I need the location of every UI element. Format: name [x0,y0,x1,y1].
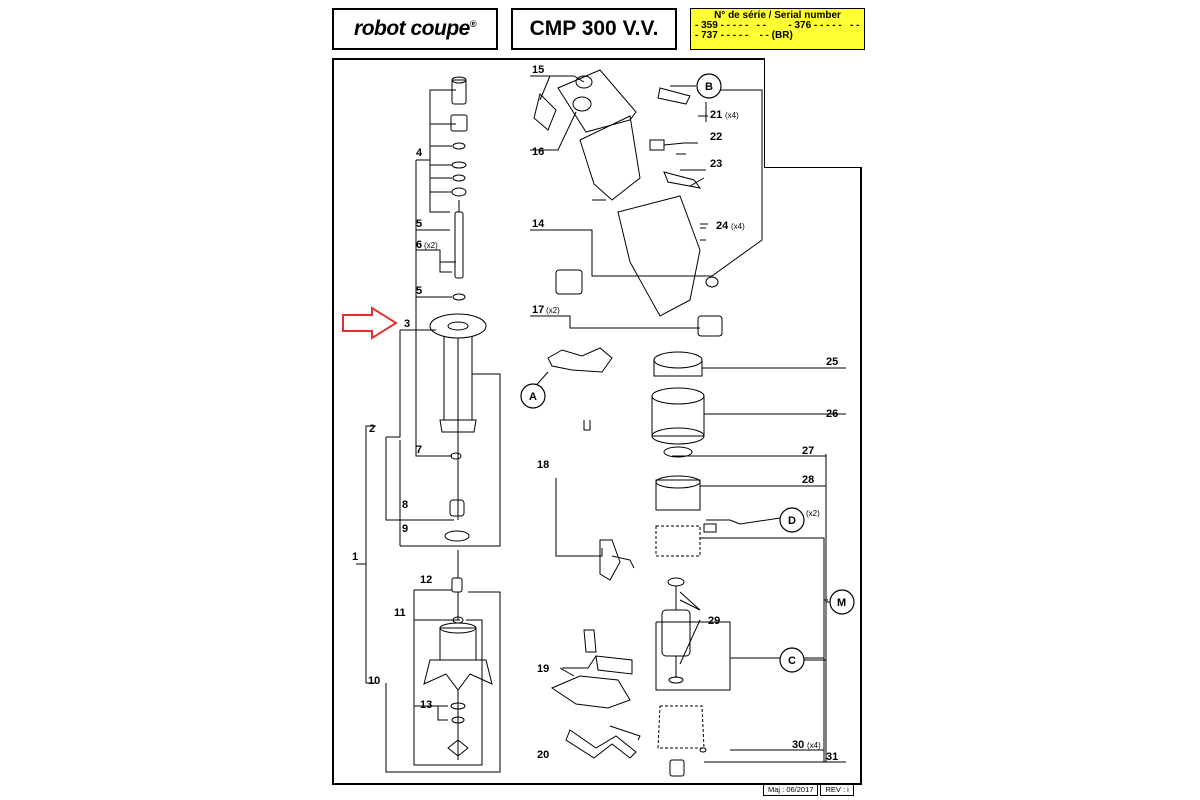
part-label-2: 2 [369,423,375,435]
part-qty-17: (x2) [546,306,560,315]
part-label-23: 23 [710,158,722,170]
revision-footer: Maj : 06/2017 REV : i [763,784,856,796]
leader-4 [415,160,452,457]
part-label-4: 4 [416,147,423,159]
part-label-1: 1 [352,551,358,563]
part-label-13: 13 [420,699,432,711]
part-label-24: 24 [716,220,729,232]
part-label-10: 10 [368,675,380,687]
part-label-5b: 5 [416,285,422,297]
callout-circle-d [779,507,805,533]
brand-logo: robot coupe® [354,17,476,40]
part-label-18: 18 [537,459,549,471]
part-qty-30: (x4) [807,741,821,750]
part-label-14: 14 [532,218,545,230]
part-label-16: 16 [532,146,544,158]
maj-date: Maj : 06/2017 [763,784,819,796]
leader-2-up [386,330,401,438]
callout-label-b: B [705,81,713,93]
revision: REV : i [820,784,854,796]
serial-line-2: - 737 - - - - - - - (BR) [695,30,793,41]
part-label-27: 27 [802,445,814,457]
part-label-3: 3 [404,318,410,330]
serial-line-1: - 359 - - - - - - - - 376 - - - - - - - [695,20,860,31]
part-qty-24: (x4) [731,222,745,231]
part-label-30: 30 [792,739,804,751]
product-inset [764,58,862,168]
callout-label-m: M [837,597,846,609]
part-label-19: 19 [537,663,549,675]
part-qty-6: (x2) [424,241,438,250]
callout-label-d: D [788,515,796,527]
callout-circle-b [696,73,722,99]
part-label-21: 21 [710,109,722,121]
part-label-7: 7 [416,444,422,456]
part-label-31: 31 [826,751,838,763]
callout-circle-a [520,383,546,409]
part-qty-21: (x4) [725,111,739,120]
leader-10 [385,591,501,773]
part-label-12: 12 [420,574,432,586]
part-label-22: 22 [710,131,722,143]
callout-label-c: C [788,655,796,667]
highlight-arrow-icon [342,306,398,340]
part-label-25: 25 [826,356,838,368]
logo-box: robot coupe® [332,8,498,50]
part-label-28: 28 [802,474,814,486]
callout-qty-d: (x2) [806,509,820,518]
part-label-15: 15 [532,64,544,76]
part-label-8: 8 [402,499,408,511]
leader-1-bottom [365,564,376,684]
part-label-11: 11 [394,607,406,619]
diagram-frame [332,58,862,785]
part-label-6: 6 [416,239,422,251]
leader-1-top [365,425,376,564]
part-label-9: 9 [402,523,408,535]
part-label-29: 29 [708,615,720,627]
part-label-17: 17 [532,304,544,316]
callout-label-a: A [529,391,537,403]
serial-title: N° de série / Serial number [714,10,841,21]
part-label-26: 26 [826,408,838,420]
model-box: CMP 300 V.V. [511,8,677,50]
part-label-5a: 5 [416,218,422,230]
serial-number-box: N° de série / Serial number - 359 - - - … [690,8,865,50]
part-label-20: 20 [537,749,549,761]
model-title: CMP 300 V.V. [529,17,659,40]
